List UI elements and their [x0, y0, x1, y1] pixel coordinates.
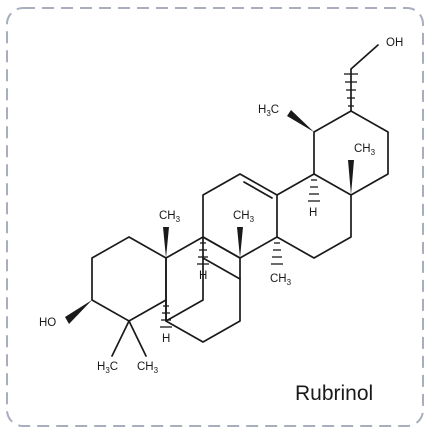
- wedge-me-10: [163, 227, 169, 258]
- ch3-lower-ch: CH: [137, 361, 154, 373]
- hash-ch2: [344, 73, 358, 107]
- label-h-18: H: [309, 207, 317, 219]
- label-ch3-14: CH3: [270, 273, 292, 287]
- h3c-lower-3: 3: [105, 366, 110, 375]
- ch3-e-ch: CH: [354, 143, 371, 155]
- ch2oh-chain: [350, 44, 379, 112]
- label-ch3-e: CH3: [354, 143, 376, 157]
- hash-me-14: [271, 242, 283, 265]
- compound-name: Rubrinol: [295, 382, 373, 405]
- h3c-lower-c: C: [110, 361, 118, 373]
- label-ch3-10: CH3: [159, 210, 181, 224]
- ch3-14-ch: CH: [270, 273, 287, 285]
- double-bond: [243, 181, 273, 199]
- bc-junction: [202, 236, 241, 280]
- wedge-me-d: [348, 160, 354, 195]
- label-h3c-lower: H3C: [97, 361, 118, 375]
- ch3-10-3: 3: [176, 215, 181, 224]
- substituents: [65, 44, 379, 357]
- hash-h5: [160, 305, 172, 328]
- hash-h9: [197, 242, 209, 265]
- h3c-upper-h: H: [258, 104, 266, 116]
- hash-h18: [308, 179, 320, 202]
- ring-bonds: [91, 110, 389, 343]
- ring-d: [276, 173, 352, 259]
- ch3-14-3: 3: [287, 278, 292, 287]
- label-h3c-upper: H3C: [258, 104, 279, 118]
- ring-b-lower: [165, 257, 241, 343]
- label-h-5: H: [162, 333, 170, 345]
- ch3-8-3: 3: [250, 215, 255, 224]
- ch3-e-3: 3: [371, 148, 376, 157]
- label-ho: HO: [39, 317, 56, 329]
- label-h-9: H: [199, 270, 207, 282]
- label-ch3-8: CH3: [233, 210, 255, 224]
- h3c-upper-c: C: [271, 104, 279, 116]
- h3c-upper-3: 3: [266, 109, 271, 118]
- ring-e: [313, 110, 389, 196]
- atom-labels: OH H3C CH3 H CH3 CH3 H CH3 H HO H3C CH3: [39, 37, 403, 375]
- wedge-oh-3: [65, 300, 92, 324]
- label-ch3-lower: CH3: [137, 361, 159, 375]
- gem-dimethyl: [111, 320, 147, 357]
- ch3-10-ch: CH: [159, 210, 176, 222]
- label-oh-top: OH: [386, 37, 403, 49]
- wedge-me-e: [287, 110, 314, 132]
- h3c-lower-h: H: [97, 361, 105, 373]
- wedge-me-8: [237, 227, 243, 258]
- ch3-8-ch: CH: [233, 210, 250, 222]
- ring-a: [91, 236, 167, 322]
- ring-b: [165, 236, 204, 322]
- ch3-lower-3: 3: [154, 366, 159, 375]
- dashed-frame: [6, 7, 424, 427]
